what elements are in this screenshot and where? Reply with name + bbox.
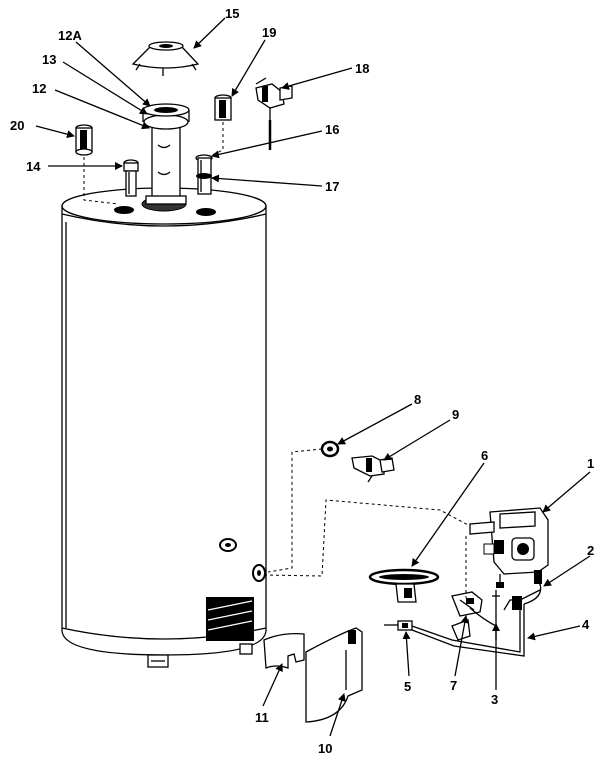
heat-trap-right [214, 94, 232, 121]
callout-13: 13 [42, 52, 56, 67]
callout-2: 2 [587, 543, 594, 558]
burner [368, 568, 440, 603]
pilot-tubing [384, 570, 542, 657]
callout-11: 11 [255, 710, 269, 725]
outlet-nipple [195, 154, 213, 195]
drain-valve [351, 455, 395, 483]
callout-15: 15 [225, 6, 239, 21]
inlet-nipple [123, 159, 139, 197]
callout-8: 8 [414, 392, 421, 407]
callout-10: 10 [318, 741, 332, 756]
outer-access-door [305, 627, 363, 723]
callout-17: 17 [325, 179, 339, 194]
inner-door-bracket [263, 632, 305, 669]
callout-12: 12 [32, 81, 46, 96]
heat-trap-left [75, 124, 93, 156]
callout-9: 9 [452, 407, 459, 422]
callout-labels: 1 2 3 4 5 6 7 8 9 10 11 12 12A 13 14 15 … [10, 6, 594, 756]
flue-baffle [142, 103, 190, 205]
callout-14: 14 [26, 159, 41, 174]
access-grille [206, 597, 254, 641]
callout-19: 19 [262, 25, 276, 40]
callout-20: 20 [10, 118, 24, 133]
gas-control-valve [469, 507, 549, 588]
callout-3: 3 [491, 692, 498, 707]
draft-hood-cap [131, 41, 200, 76]
pilot-assembly [451, 591, 483, 641]
water-heater-tank [61, 187, 267, 668]
callout-12a: 12A [58, 28, 82, 43]
callout-7: 7 [450, 678, 457, 693]
callout-5: 5 [404, 679, 411, 694]
callout-1: 1 [587, 456, 594, 471]
callout-18: 18 [355, 61, 369, 76]
callout-16: 16 [325, 122, 339, 137]
callout-6: 6 [481, 448, 488, 463]
washer [320, 440, 340, 458]
callout-4: 4 [582, 617, 590, 632]
leader-lines [35, 17, 591, 737]
